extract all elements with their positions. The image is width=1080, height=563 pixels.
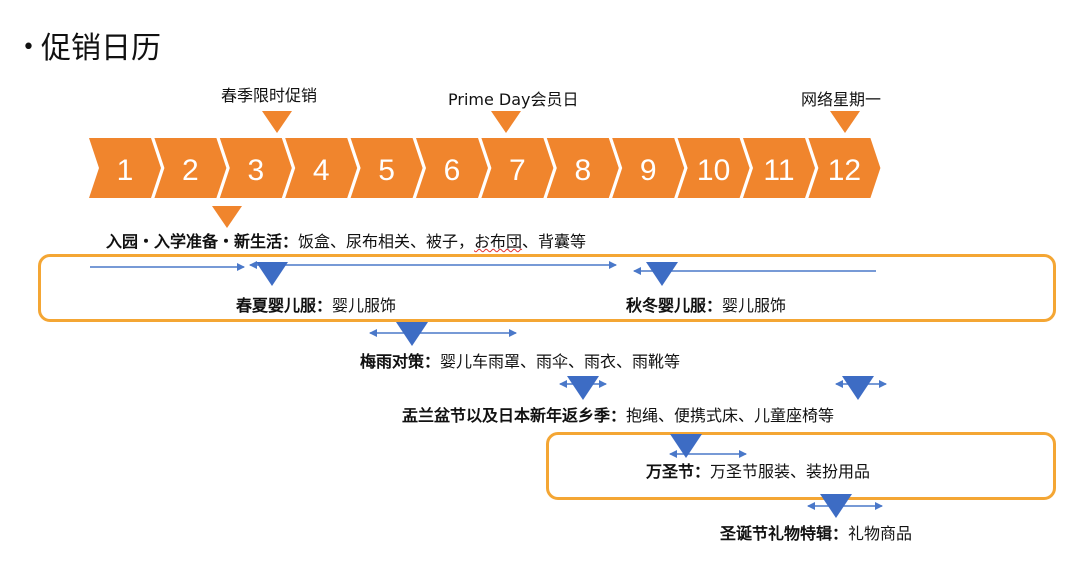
halloween-box (546, 432, 1056, 500)
month-number-1: 1 (116, 154, 134, 187)
month-chevron-6 (416, 138, 488, 198)
autumn-winter-label: 秋冬婴儿服： (626, 296, 723, 315)
school-prep-line: 入园・入学准备・新生活：饭盒、尿布相关、被子，お布団、背囊等 (106, 232, 586, 252)
marker-autumn-winter (646, 262, 678, 286)
month-chevron-12 (808, 138, 881, 198)
rainy-line: 梅雨对策：婴儿车雨罩、雨伞、雨衣、雨靴等 (360, 352, 680, 372)
autumn-winter-line: 秋冬婴儿服：婴儿服饰 (626, 296, 786, 316)
month-chevron-3 (219, 138, 292, 198)
marker-school-start (212, 206, 242, 228)
month-number-6: 6 (443, 154, 461, 187)
obon-items: 抱绳、便携式床、儿童座椅等 (626, 406, 835, 425)
marker-new-year (842, 376, 874, 400)
halloween-label: 万圣节： (646, 462, 711, 481)
halloween-line: 万圣节：万圣节服装、装扮用品 (646, 462, 870, 482)
christmas-label: 圣诞节礼物特辑： (720, 524, 849, 543)
marker-spring-sale (262, 111, 292, 133)
baby-clothes-box (38, 254, 1056, 322)
obon-line: 盂兰盆节以及日本新年返乡季：抱绳、便携式床、儿童座椅等 (402, 406, 834, 426)
event-label-spring-sale: 春季限时促销 (221, 86, 318, 105)
month-chevron-1 (89, 138, 161, 198)
spring-summer-items: 婴儿服饰 (332, 296, 397, 315)
month-chevron-8 (546, 138, 619, 198)
christmas-items: 礼物商品 (848, 524, 913, 543)
month-chevron-5 (350, 138, 423, 198)
school-prep-items-a: 饭盒、尿布相关、被子， (298, 232, 475, 251)
event-label-cyber-monday: 网络星期一 (801, 90, 882, 109)
month-number-11: 11 (763, 154, 795, 187)
school-prep-items-b: お布団 (474, 232, 523, 251)
month-chevron-9 (612, 138, 685, 198)
rainy-label: 梅雨对策： (360, 352, 441, 371)
marker-cyber-monday (830, 111, 860, 133)
autumn-winter-items: 婴儿服饰 (722, 296, 787, 315)
event-label-prime-day: Prime Day会员日 (448, 90, 579, 109)
rainy-items: 婴儿车雨罩、雨伞、雨衣、雨靴等 (440, 352, 681, 371)
month-number-7: 7 (509, 154, 526, 187)
christmas-line: 圣诞节礼物特辑：礼物商品 (720, 524, 912, 544)
marker-halloween (670, 434, 702, 458)
page-title: •促销日历 (22, 26, 161, 71)
month-number-8: 8 (574, 154, 592, 187)
month-number-12: 12 (827, 154, 862, 187)
month-number-4: 4 (312, 154, 330, 187)
month-chevron-4 (285, 138, 358, 198)
month-number-2: 2 (182, 154, 199, 187)
month-number-9: 9 (639, 154, 657, 187)
obon-label: 盂兰盆节以及日本新年返乡季： (402, 406, 627, 425)
school-prep-items-c: 、背囊等 (522, 232, 587, 251)
month-number-10: 10 (696, 154, 731, 187)
month-chevron-11 (743, 138, 815, 198)
marker-prime-day (491, 111, 521, 133)
month-chevron-7 (481, 138, 554, 198)
marker-rainy (396, 322, 428, 346)
spring-summer-line: 春夏婴儿服：婴儿服饰 (236, 296, 396, 316)
month-number-3: 3 (247, 154, 265, 187)
month-number-5: 5 (378, 154, 395, 187)
spring-summer-label: 春夏婴儿服： (236, 296, 333, 315)
marker-spring-summer (256, 262, 288, 286)
title-text: 促销日历 (40, 31, 161, 66)
marker-obon (567, 376, 599, 400)
month-chevron-10 (677, 138, 750, 198)
halloween-items: 万圣节服装、装扮用品 (710, 462, 871, 481)
marker-christmas (820, 494, 852, 518)
month-chevron-2 (154, 138, 227, 198)
title-bullet: • (22, 35, 35, 60)
school-prep-label: 入园・入学准备・新生活： (106, 232, 299, 251)
